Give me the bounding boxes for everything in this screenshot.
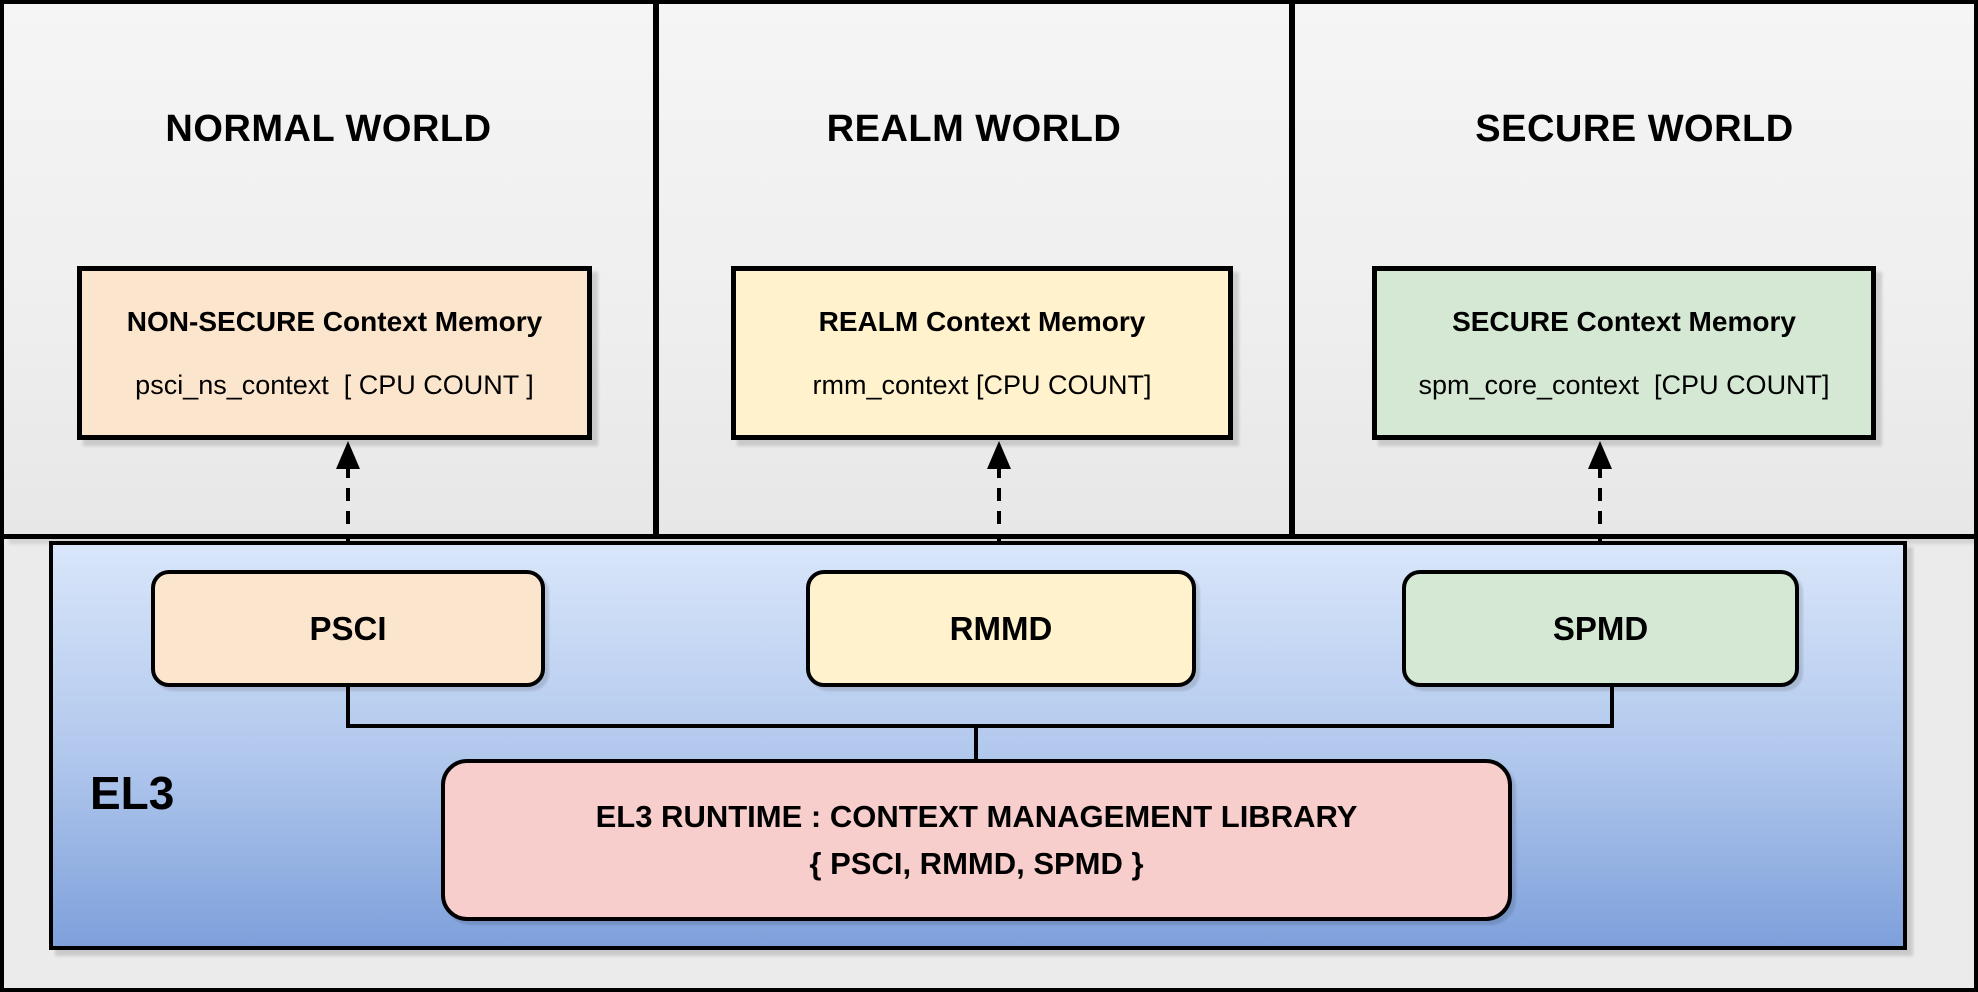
- realm-context-memory-title: REALM Context Memory: [818, 305, 1146, 337]
- non-secure-context-memory-title: NON-SECURE Context Memory: [126, 305, 543, 337]
- realm-context-memory-box: REALM Context Memory rmm_context [CPU CO…: [731, 266, 1233, 440]
- secure-context-memory-box: SECURE Context Memory spm_core_context […: [1372, 266, 1876, 440]
- realm-context-memory-value: rmm_context [CPU COUNT]: [812, 369, 1152, 400]
- normal-world-title: NORMAL WORLD: [165, 108, 492, 150]
- el3-label: EL3: [90, 767, 175, 819]
- el3-runtime-library-box: EL3 RUNTIME : CONTEXT MANAGEMENT LIBRARY…: [441, 759, 1512, 921]
- arrow-up-icon: [336, 441, 360, 469]
- realm-world-title: REALM WORLD: [826, 108, 1122, 150]
- secure-context-memory-value: spm_core_context [CPU COUNT]: [1418, 369, 1830, 400]
- dashed-arrow-shaft: [1598, 465, 1602, 546]
- spmd-module-label: SPMD: [1552, 609, 1649, 647]
- dashed-arrow-shaft: [346, 465, 350, 546]
- secure-context-memory-title: SECURE Context Memory: [1452, 305, 1796, 337]
- psci-module-label: PSCI: [309, 609, 387, 647]
- spmd-connector-line: [1610, 685, 1614, 728]
- psci-module-box: PSCI: [151, 570, 545, 687]
- spmd-module-box: SPMD: [1402, 570, 1799, 687]
- non-secure-context-memory-value: psci_ns_context [ CPU COUNT ]: [135, 369, 534, 400]
- arrow-up-icon: [1588, 441, 1612, 469]
- rmmd-module-label: RMMD: [949, 609, 1053, 647]
- el3-runtime-library-title: EL3 RUNTIME : CONTEXT MANAGEMENT LIBRARY: [595, 799, 1358, 834]
- arrow-up-icon: [987, 441, 1011, 469]
- secure-world-title: SECURE WORLD: [1475, 108, 1794, 150]
- rmmd-module-box: RMMD: [806, 570, 1196, 687]
- psci-connector-line: [346, 685, 350, 728]
- non-secure-context-memory-box: NON-SECURE Context Memory psci_ns_contex…: [77, 266, 592, 440]
- connector-bus-line: [346, 724, 1614, 728]
- dashed-arrow-shaft: [997, 465, 1001, 546]
- el3-runtime-library-modules: { PSCI, RMMD, SPMD }: [809, 846, 1144, 881]
- runtime-connector-line: [974, 728, 978, 761]
